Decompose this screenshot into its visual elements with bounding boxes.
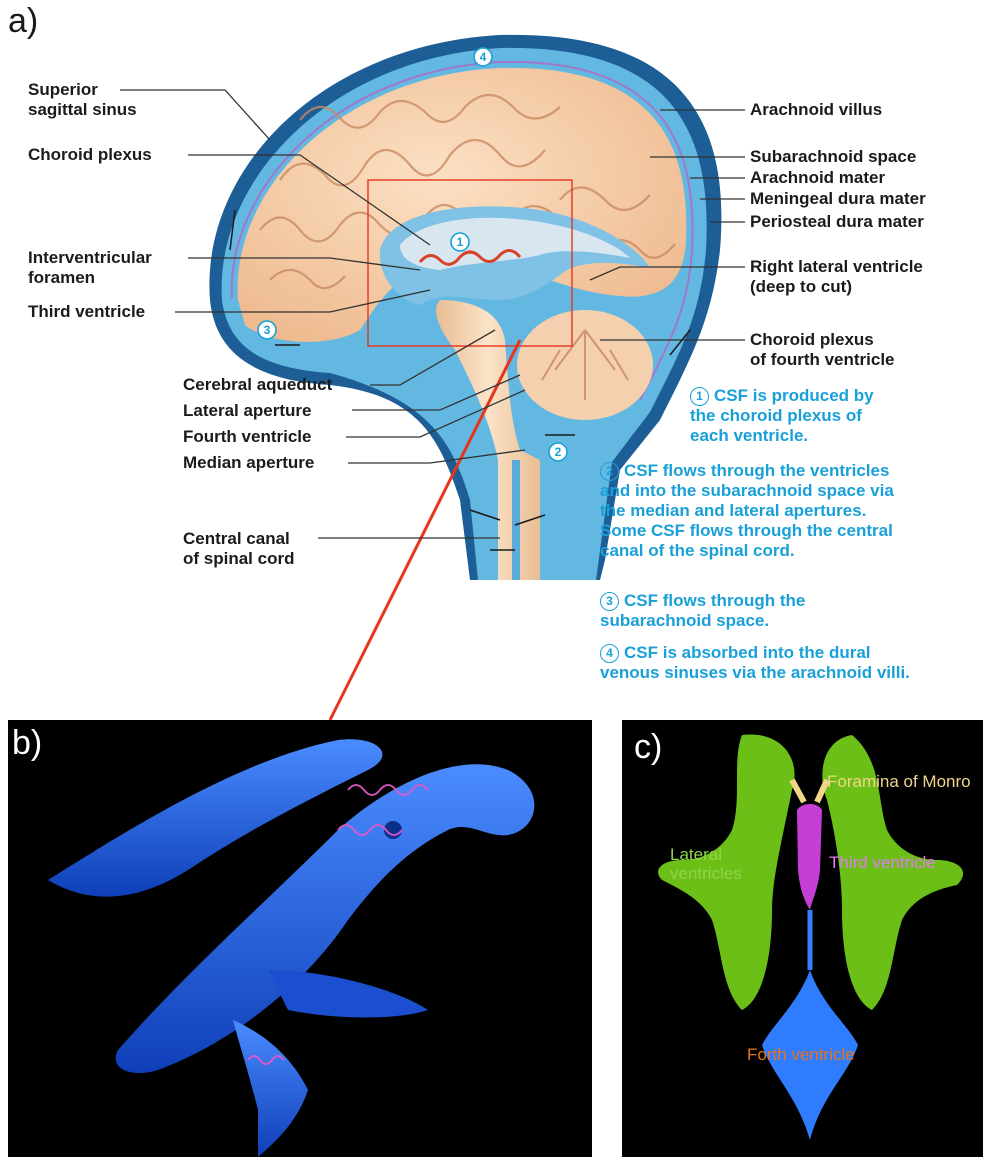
label-lateral-aperture: Lateral aperture xyxy=(183,401,312,421)
temporal-horn-3d xyxy=(268,970,428,1018)
step-4-number: 4 xyxy=(600,644,619,663)
label-third-ventricle: Third ventricle xyxy=(28,302,145,322)
label-choroid-plexus: Choroid plexus xyxy=(28,145,152,165)
marker-3: 3 xyxy=(264,323,271,337)
central-canal-line xyxy=(512,460,520,580)
label-subarachnoid-space: Subarachnoid space xyxy=(750,147,916,167)
ventricles-3d-panel: b) xyxy=(8,720,592,1157)
marker-4: 4 xyxy=(480,50,487,64)
step-2-number: 2 xyxy=(600,462,619,481)
panel-c-letter: c) xyxy=(634,728,662,767)
label-right-lateral-ventricle: Right lateral ventricle(deep to cut) xyxy=(750,257,923,297)
label-periosteal-dura-mater: Periosteal dura mater xyxy=(750,212,924,232)
label-forth-ventricle: Forth ventricle xyxy=(747,1045,855,1064)
panel-b-letter: b) xyxy=(12,724,42,763)
label-meningeal-dura-mater: Meningeal dura mater xyxy=(750,189,926,209)
ventricles-3d-illustration xyxy=(8,720,592,1157)
step-1-number: 1 xyxy=(690,387,709,406)
label-arachnoid-villus: Arachnoid villus xyxy=(750,100,882,120)
label-cerebral-aqueduct: Cerebral aqueduct xyxy=(183,375,332,395)
foramina-yellow xyxy=(792,780,827,802)
marker-1: 1 xyxy=(457,235,464,249)
third-ventricle-magenta xyxy=(797,804,822,910)
label-median-aperture: Median aperture xyxy=(183,453,314,473)
fourth-ventricle-3d xyxy=(233,1020,308,1157)
label-third-ventricle-c: Third ventricle xyxy=(829,853,936,872)
marker-2: 2 xyxy=(555,445,562,459)
label-arachnoid-mater: Arachnoid mater xyxy=(750,168,885,188)
label-fourth-ventricle: Fourth ventricle xyxy=(183,427,311,447)
step-3-number: 3 xyxy=(600,592,619,611)
label-foramina-of-monro: Foramina of Monro xyxy=(827,772,971,791)
